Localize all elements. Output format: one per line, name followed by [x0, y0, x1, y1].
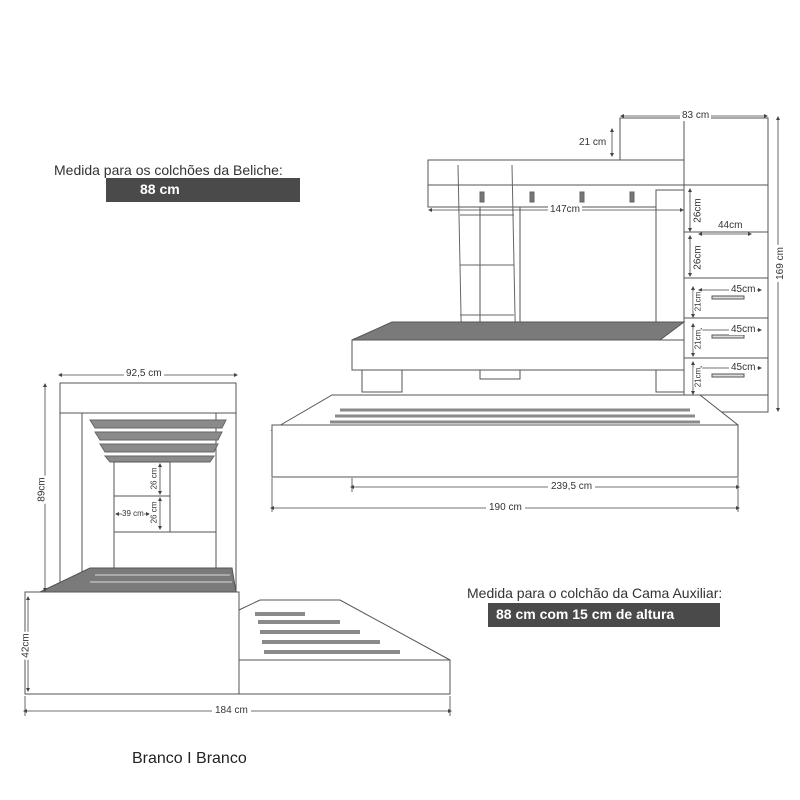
bunk-mattress-value-banner: 88 cm	[106, 178, 300, 202]
dim-drawer-width-2: 45cm	[729, 324, 758, 335]
lower-bunk-base	[361, 369, 403, 393]
dim-drawer-height-1: 21cm	[693, 291, 703, 312]
aux-bed-front	[271, 424, 739, 478]
side-aux-slats	[255, 612, 400, 654]
side-niche-box	[113, 461, 171, 533]
drawer-handle-3	[711, 373, 745, 378]
aux-mattress-value: 88 cm com 15 cm de altura	[496, 606, 675, 622]
dim-drawer-width-3: 45cm	[729, 362, 758, 373]
lower-bunk-front	[351, 339, 685, 371]
dim-shelf-width: 83 cm	[680, 110, 712, 121]
dim-drawer-height-3: 21cm	[693, 367, 703, 388]
lower-bunk-top	[351, 321, 686, 341]
dim-side-depth: 92,5 cm	[124, 368, 164, 379]
dim-side-upper-height: 89cm	[36, 475, 48, 504]
drawer-handle-2	[711, 334, 745, 339]
color-caption: Branco I Branco	[132, 750, 247, 767]
aux-bed-slats	[330, 408, 700, 424]
dim-niche-height-lower: 26cm	[692, 245, 704, 270]
dim-niche-width: 44cm	[718, 220, 743, 231]
dim-bunk-inner-width: 147cm	[548, 204, 583, 215]
dim-total-height: 169 cm	[774, 245, 786, 282]
dim-side-lower-height: 42cm	[20, 631, 32, 660]
aux-mattress-label: Medida para o colchão da Cama Auxiliar:	[467, 585, 723, 601]
dim-drawer-height-2: 21cm	[693, 329, 703, 350]
right-bunk-view	[270, 117, 769, 478]
left-side-view	[24, 382, 451, 695]
side-top-panel	[59, 382, 237, 414]
dim-drawer-width-1: 45cm	[729, 284, 758, 295]
dim-side-total-depth: 184 cm	[212, 705, 251, 716]
side-left-post	[59, 412, 83, 594]
side-lower-front	[24, 591, 240, 695]
bunk-mattress-value: 88 cm	[140, 181, 180, 197]
dim-shelf-raise: 21 cm	[579, 137, 607, 148]
lower-bunk-base-r	[655, 369, 685, 393]
dim-side-niche-height-1: 26 cm	[149, 467, 159, 490]
dim-aux-length: 239,5 cm	[548, 481, 596, 492]
dim-bunk-length: 190 cm	[486, 502, 525, 513]
aux-mattress-value-banner: 88 cm com 15 cm de altura	[488, 603, 720, 627]
bunk-mattress-label: Medida para os colchões da Beliche:	[54, 162, 283, 178]
drawer-handle-1	[711, 295, 745, 300]
side-right-post	[215, 412, 237, 594]
dim-side-niche-height-2: 26 cm	[149, 501, 159, 524]
dim-niche-height-upper: 26cm	[692, 198, 704, 223]
upper-slats	[89, 419, 227, 463]
dim-side-niche-width: 39 cm	[122, 509, 144, 518]
shelf-tower-top-step	[619, 117, 685, 163]
side-aux-front	[238, 659, 451, 695]
